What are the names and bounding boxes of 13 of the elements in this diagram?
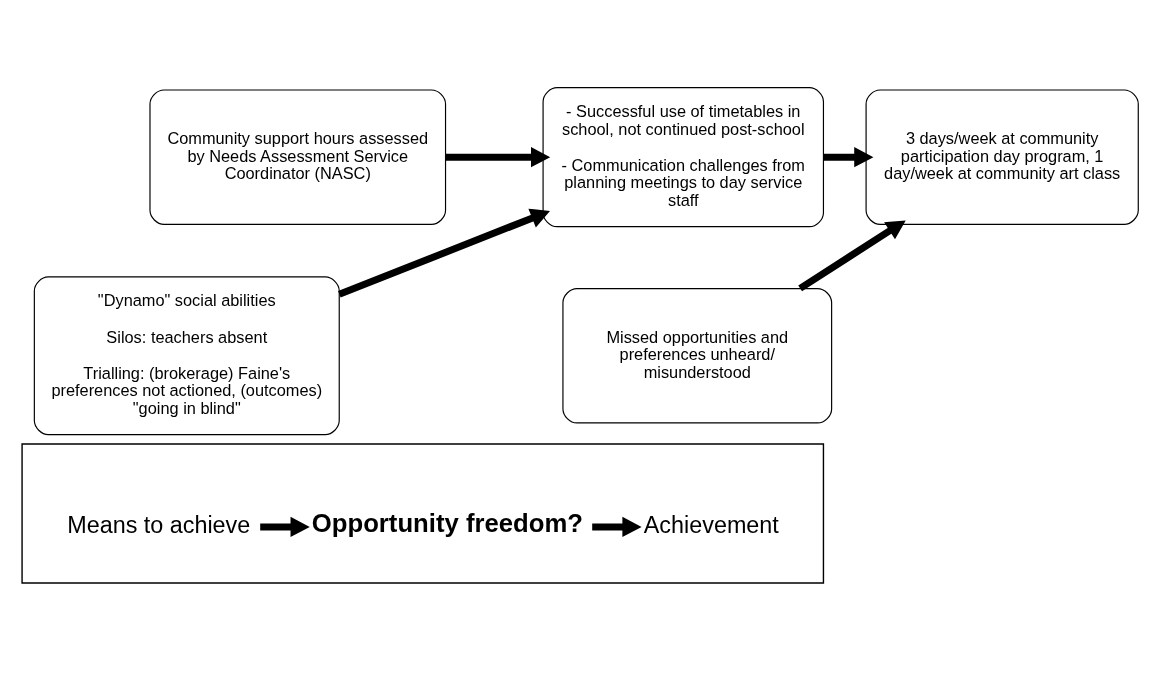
node-box: Missed opportunities and preferences unheard/ misunderstood <box>562 287 833 424</box>
node-box: "Dynamo" social abilities Silos: teachers absent Trialling: (brokerage) Faine's preferences not actioned, (outcomes) "going in blind" <box>33 275 340 435</box>
arrow <box>798 219 906 291</box>
node-box: 3 days/week at community participation day program, 1 day/week at community art class <box>865 88 1139 225</box>
node-text: Opportunity freedom? <box>311 508 583 537</box>
arrow <box>338 208 550 298</box>
arrow <box>823 146 874 167</box>
node-text: Means to achieve <box>67 511 251 538</box>
cluster <box>21 442 825 584</box>
node-box: Community support hours assessed by Needs Assessment Service Coordinator (NASC) <box>149 88 447 225</box>
node-box: - Successful use of timetables in school, not continued post-school - Communication challenges from planning meetings to day service staff <box>542 86 825 227</box>
arrow <box>445 146 551 167</box>
node-text: Achievement <box>643 511 779 538</box>
